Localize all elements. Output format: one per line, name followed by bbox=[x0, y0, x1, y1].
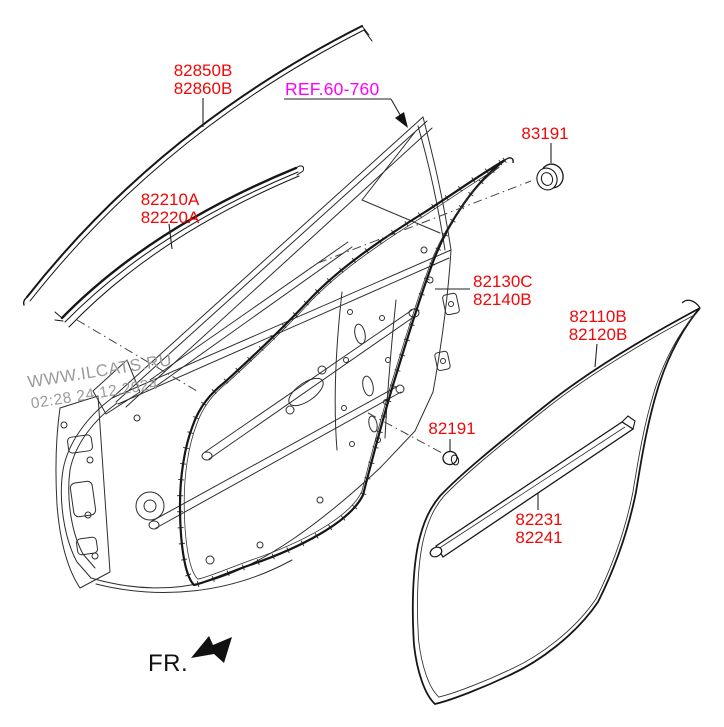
part-number: 82130C bbox=[473, 272, 533, 291]
part-label-door-weatherstrip[interactable]: 82110B 82120B bbox=[563, 308, 633, 344]
door-weatherstrip-drawing bbox=[411, 299, 701, 705]
part-number: 82140B bbox=[473, 290, 532, 309]
belt-inner-strip-drawing bbox=[429, 415, 636, 558]
ref-arrowhead-icon bbox=[395, 112, 408, 128]
front-direction-label: FR. bbox=[148, 650, 189, 677]
part-number: 82850B bbox=[173, 61, 233, 80]
part-number: 82220A bbox=[140, 208, 200, 227]
part-label-door-side-seal[interactable]: 82130C 82140B bbox=[473, 273, 533, 309]
door-side-seal-drawing bbox=[176, 157, 514, 589]
part-label-clip[interactable]: 82191 bbox=[425, 420, 479, 438]
part-number: 82120B bbox=[568, 325, 628, 344]
fr-arrow-icon bbox=[191, 636, 232, 663]
door-panel-drawing bbox=[55, 116, 460, 593]
ref-text: REF.60-760 bbox=[285, 79, 380, 99]
part-number: 82241 bbox=[515, 528, 563, 547]
clip-icon bbox=[442, 450, 460, 466]
part-label-roof-moulding[interactable]: 82850B 82860B bbox=[170, 62, 236, 98]
part-number: 82110B bbox=[569, 307, 627, 326]
part-label-belt-inner-strip[interactable]: 82231 82241 bbox=[510, 511, 568, 547]
part-label-belt-moulding[interactable]: 82210A 82220A bbox=[136, 191, 204, 227]
part-number: 82191 bbox=[428, 419, 476, 438]
part-number: 83191 bbox=[521, 124, 569, 143]
part-number: 82231 bbox=[515, 510, 563, 529]
grommet-icon bbox=[536, 163, 564, 191]
leader-lines bbox=[76, 98, 598, 510]
roof-moulding-drawing bbox=[22, 25, 373, 306]
ref-link[interactable]: REF.60-760 bbox=[285, 80, 379, 98]
part-number: 82860B bbox=[173, 79, 233, 98]
part-label-grommet[interactable]: 83191 bbox=[518, 125, 572, 143]
part-number: 82210A bbox=[140, 190, 200, 209]
belt-moulding-drawing bbox=[54, 165, 304, 328]
